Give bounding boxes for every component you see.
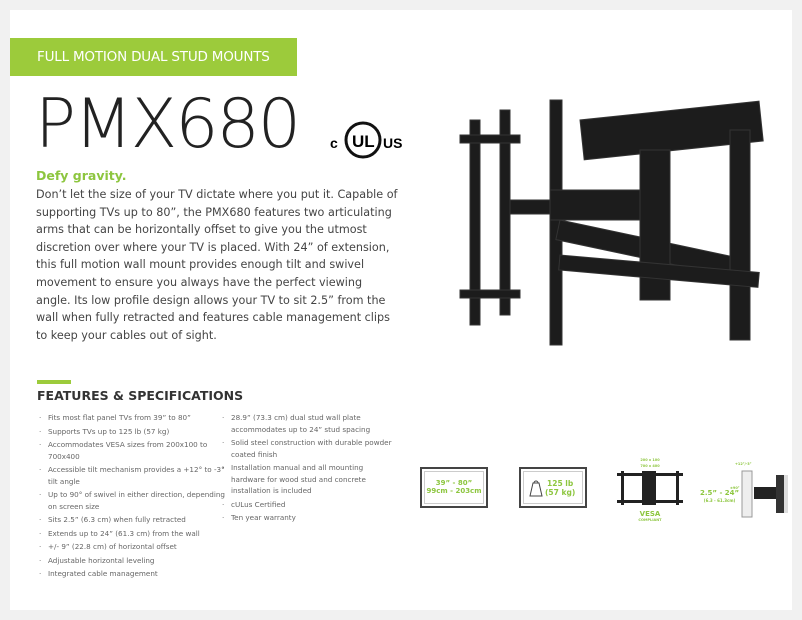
vesa-min: 200 x 100 [640,458,660,462]
spec-sheet-page: FULL MOTION DUAL STUD MOUNTS PMX680 c UL… [10,10,792,610]
vesa-sub: COMPLIANT [638,518,662,522]
screen-size-cm: 99cm - 203cm [426,487,482,495]
features-list-left: Fits most flat panel TVs from 39” to 80”… [38,412,228,582]
weight-kg: (57 kg) [545,488,576,497]
svg-text:US: US [383,135,402,151]
screen-size-icon: 39” - 80” 99cm - 203cm [420,467,488,508]
extension-cm: (6.3 - 61.3cm) [703,498,736,503]
feature-item: Up to 90° of swivel in either direction,… [38,489,228,512]
feature-item: Integrated cable management [38,568,228,580]
weight-icon [529,480,543,497]
feature-item: Accessible tilt mechanism provides a +12… [38,464,228,487]
features-heading: FEATURES & SPECIFICATIONS [37,388,244,403]
swivel-range: ±90° [730,486,740,490]
weight-capacity-icon: 125 lb (57 kg) [519,467,587,508]
feature-item: Installation manual and all mounting har… [221,462,396,497]
ul-listed-logo: c UL US [330,121,402,159]
extension-inches: 2.5” - 24” [700,489,740,497]
svg-text:c: c [330,135,338,151]
extension-icon: +12°/-3° ±90° 2.5” - 24” (6.3 - 61.3cm) [700,460,792,530]
vesa-label: VESA [639,510,661,518]
product-image-mount [459,99,764,346]
feature-item: Accommodates VESA sizes from 200x100 to … [38,439,228,462]
vesa-bracket-icon [617,471,683,505]
feature-item: Extends up to 24” (61.3 cm) from the wal… [38,528,228,540]
tilt-range: +12°/-3° [735,462,752,466]
feature-item: Supports TVs up to 125 lb (57 kg) [38,426,228,438]
tagline: Defy gravity. [36,168,127,183]
screen-size-inches: 39” - 80” [435,479,473,487]
weight-lb: 125 lb [547,479,574,488]
svg-text:UL: UL [352,132,375,151]
section-divider [37,380,71,384]
vesa-compliant-icon: 200 x 100 700 x 400 VESA COMPLIANT [615,457,685,532]
product-description: Don’t let the size of your TV dictate wh… [36,188,398,342]
feature-item: cULus Certified [221,499,396,511]
feature-item: Fits most flat panel TVs from 39” to 80” [38,412,228,424]
product-title: PMX680 [35,85,301,164]
feature-item: Sits 2.5” (6.3 cm) when fully retracted [38,514,228,526]
feature-item: Adjustable horizontal leveling [38,555,228,567]
feature-item: +/- 9” (22.8 cm) of horizontal offset [38,541,228,553]
feature-item: Solid steel construction with durable po… [221,437,396,460]
vesa-max: 700 x 400 [640,464,660,468]
extension-mount-icon [741,470,788,518]
feature-item: 28.9” (73.3 cm) dual stud wall plate acc… [221,412,396,435]
features-list-right: 28.9” (73.3 cm) dual stud wall plate acc… [221,412,396,526]
feature-item: Ten year warranty [221,512,396,524]
category-banner: FULL MOTION DUAL STUD MOUNTS [10,38,297,76]
